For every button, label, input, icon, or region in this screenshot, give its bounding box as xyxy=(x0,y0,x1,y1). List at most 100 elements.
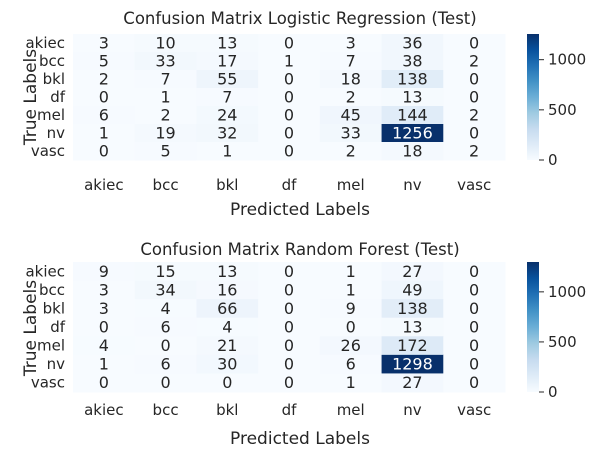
cell-value-label: 0 xyxy=(284,142,294,161)
heatmap-cell xyxy=(443,373,506,393)
heatmap-cell xyxy=(134,317,197,337)
cell-value-label: 3 xyxy=(99,280,109,299)
cell-value-label: 21 xyxy=(217,336,237,355)
heatmap-cell xyxy=(443,262,506,282)
cell-value-label: 0 xyxy=(160,373,170,392)
heatmap-cell xyxy=(443,299,506,319)
heatmap-cell xyxy=(134,88,197,107)
heatmap-cell xyxy=(381,317,444,337)
colorbar-tick-label: 1000 xyxy=(548,51,586,69)
colorbar-tick-label: 1000 xyxy=(548,283,586,301)
heatmap-cell xyxy=(258,262,321,282)
heatmap-cell xyxy=(319,354,383,374)
cell-value-label: 24 xyxy=(217,106,237,125)
x-axis-label: Predicted Labels xyxy=(230,429,370,449)
cell-value-label: 6 xyxy=(160,355,170,374)
cell-value-label: 0 xyxy=(469,124,479,143)
cell-value-label: 13 xyxy=(217,34,237,53)
cell-value-label: 1 xyxy=(346,280,356,299)
heatmap-cell xyxy=(73,142,136,161)
heatmap-cell xyxy=(258,106,321,125)
heatmap-cell xyxy=(134,373,197,393)
heatmap-cell xyxy=(319,70,383,89)
cell-value-label: 32 xyxy=(217,124,237,143)
x-tick-label: df xyxy=(282,176,298,194)
heatmap-cell xyxy=(196,52,259,71)
heatmap-cell xyxy=(196,280,259,300)
cell-value-label: 18 xyxy=(341,70,361,89)
cell-value-label: 0 xyxy=(284,34,294,53)
cell-value-label: 0 xyxy=(222,373,232,392)
heatmap-cell xyxy=(196,34,259,53)
cell-value-label: 0 xyxy=(469,34,479,53)
cell-value-label: 0 xyxy=(284,299,294,318)
heatmap-cell xyxy=(73,34,136,53)
cell-value-label: 1298 xyxy=(392,355,433,374)
cell-value-label: 6 xyxy=(160,318,170,337)
heatmap-cell xyxy=(319,52,383,71)
heatmap-cell xyxy=(134,106,197,125)
colorbar-tick-label: 0 xyxy=(548,151,558,169)
heatmap-cell xyxy=(196,88,259,107)
cell-value-label: 0 xyxy=(99,373,109,392)
heatmap-cell xyxy=(319,124,383,143)
heatmap-cell xyxy=(73,88,136,107)
cell-value-label: 16 xyxy=(217,280,237,299)
cell-value-label: 144 xyxy=(397,106,428,125)
cell-value-label: 17 xyxy=(217,52,237,71)
chart-title: Confusion Matrix Random Forest (Test) xyxy=(140,240,459,259)
cell-value-label: 1 xyxy=(99,355,109,374)
heatmap-cell xyxy=(443,88,506,107)
heatmap-cell xyxy=(258,142,321,161)
heatmap-cell xyxy=(258,34,321,53)
cell-value-label: 13 xyxy=(217,262,237,281)
heatmap-cell xyxy=(73,317,136,337)
cell-value-label: 0 xyxy=(99,142,109,161)
cell-value-label: 0 xyxy=(284,262,294,281)
heatmap-cell xyxy=(319,336,383,356)
heatmap-cell xyxy=(73,354,136,374)
heatmap-cell xyxy=(134,262,197,282)
y-tick-label: bkl xyxy=(43,299,65,317)
cell-value-label: 1 xyxy=(284,52,294,71)
cell-value-label: 2 xyxy=(469,142,479,161)
heatmap-cell xyxy=(134,142,197,161)
y-tick-label: akiec xyxy=(25,262,65,280)
heatmap-cell xyxy=(134,336,197,356)
cell-value-label: 5 xyxy=(99,52,109,71)
cell-value-label: 33 xyxy=(341,124,361,143)
heatmap-cell xyxy=(196,124,259,143)
heatmap-cell xyxy=(319,106,383,125)
x-tick-label: df xyxy=(282,401,298,419)
heatmap-cell xyxy=(196,142,259,161)
x-tick-label: nv xyxy=(403,401,422,419)
cell-value-label: 0 xyxy=(469,280,479,299)
heatmap-cell xyxy=(73,52,136,71)
heatmap-cell xyxy=(258,354,321,374)
heatmap-cell xyxy=(319,88,383,107)
heatmap-cell xyxy=(443,280,506,300)
colorbar-tick-label: 500 xyxy=(548,101,577,119)
y-tick-label: nv xyxy=(47,355,66,373)
heatmap-cell xyxy=(196,354,259,374)
cell-value-label: 0 xyxy=(284,373,294,392)
x-tick-label: bkl xyxy=(216,401,238,419)
cell-value-label: 0 xyxy=(469,70,479,89)
heatmap-cell xyxy=(381,52,444,71)
y-tick-label: df xyxy=(50,318,66,336)
heatmap-cell xyxy=(381,142,444,161)
cell-value-label: 1 xyxy=(99,124,109,143)
cell-value-label: 2 xyxy=(346,88,356,107)
y-axis-label: True Labels xyxy=(21,49,41,146)
cell-value-label: 0 xyxy=(469,373,479,392)
heatmap-cell xyxy=(73,336,136,356)
y-tick-label: nv xyxy=(47,124,66,142)
cell-value-label: 13 xyxy=(402,318,422,337)
cell-value-label: 27 xyxy=(402,373,422,392)
cell-value-label: 0 xyxy=(160,336,170,355)
cell-value-label: 6 xyxy=(346,355,356,374)
cell-value-label: 2 xyxy=(469,106,479,125)
